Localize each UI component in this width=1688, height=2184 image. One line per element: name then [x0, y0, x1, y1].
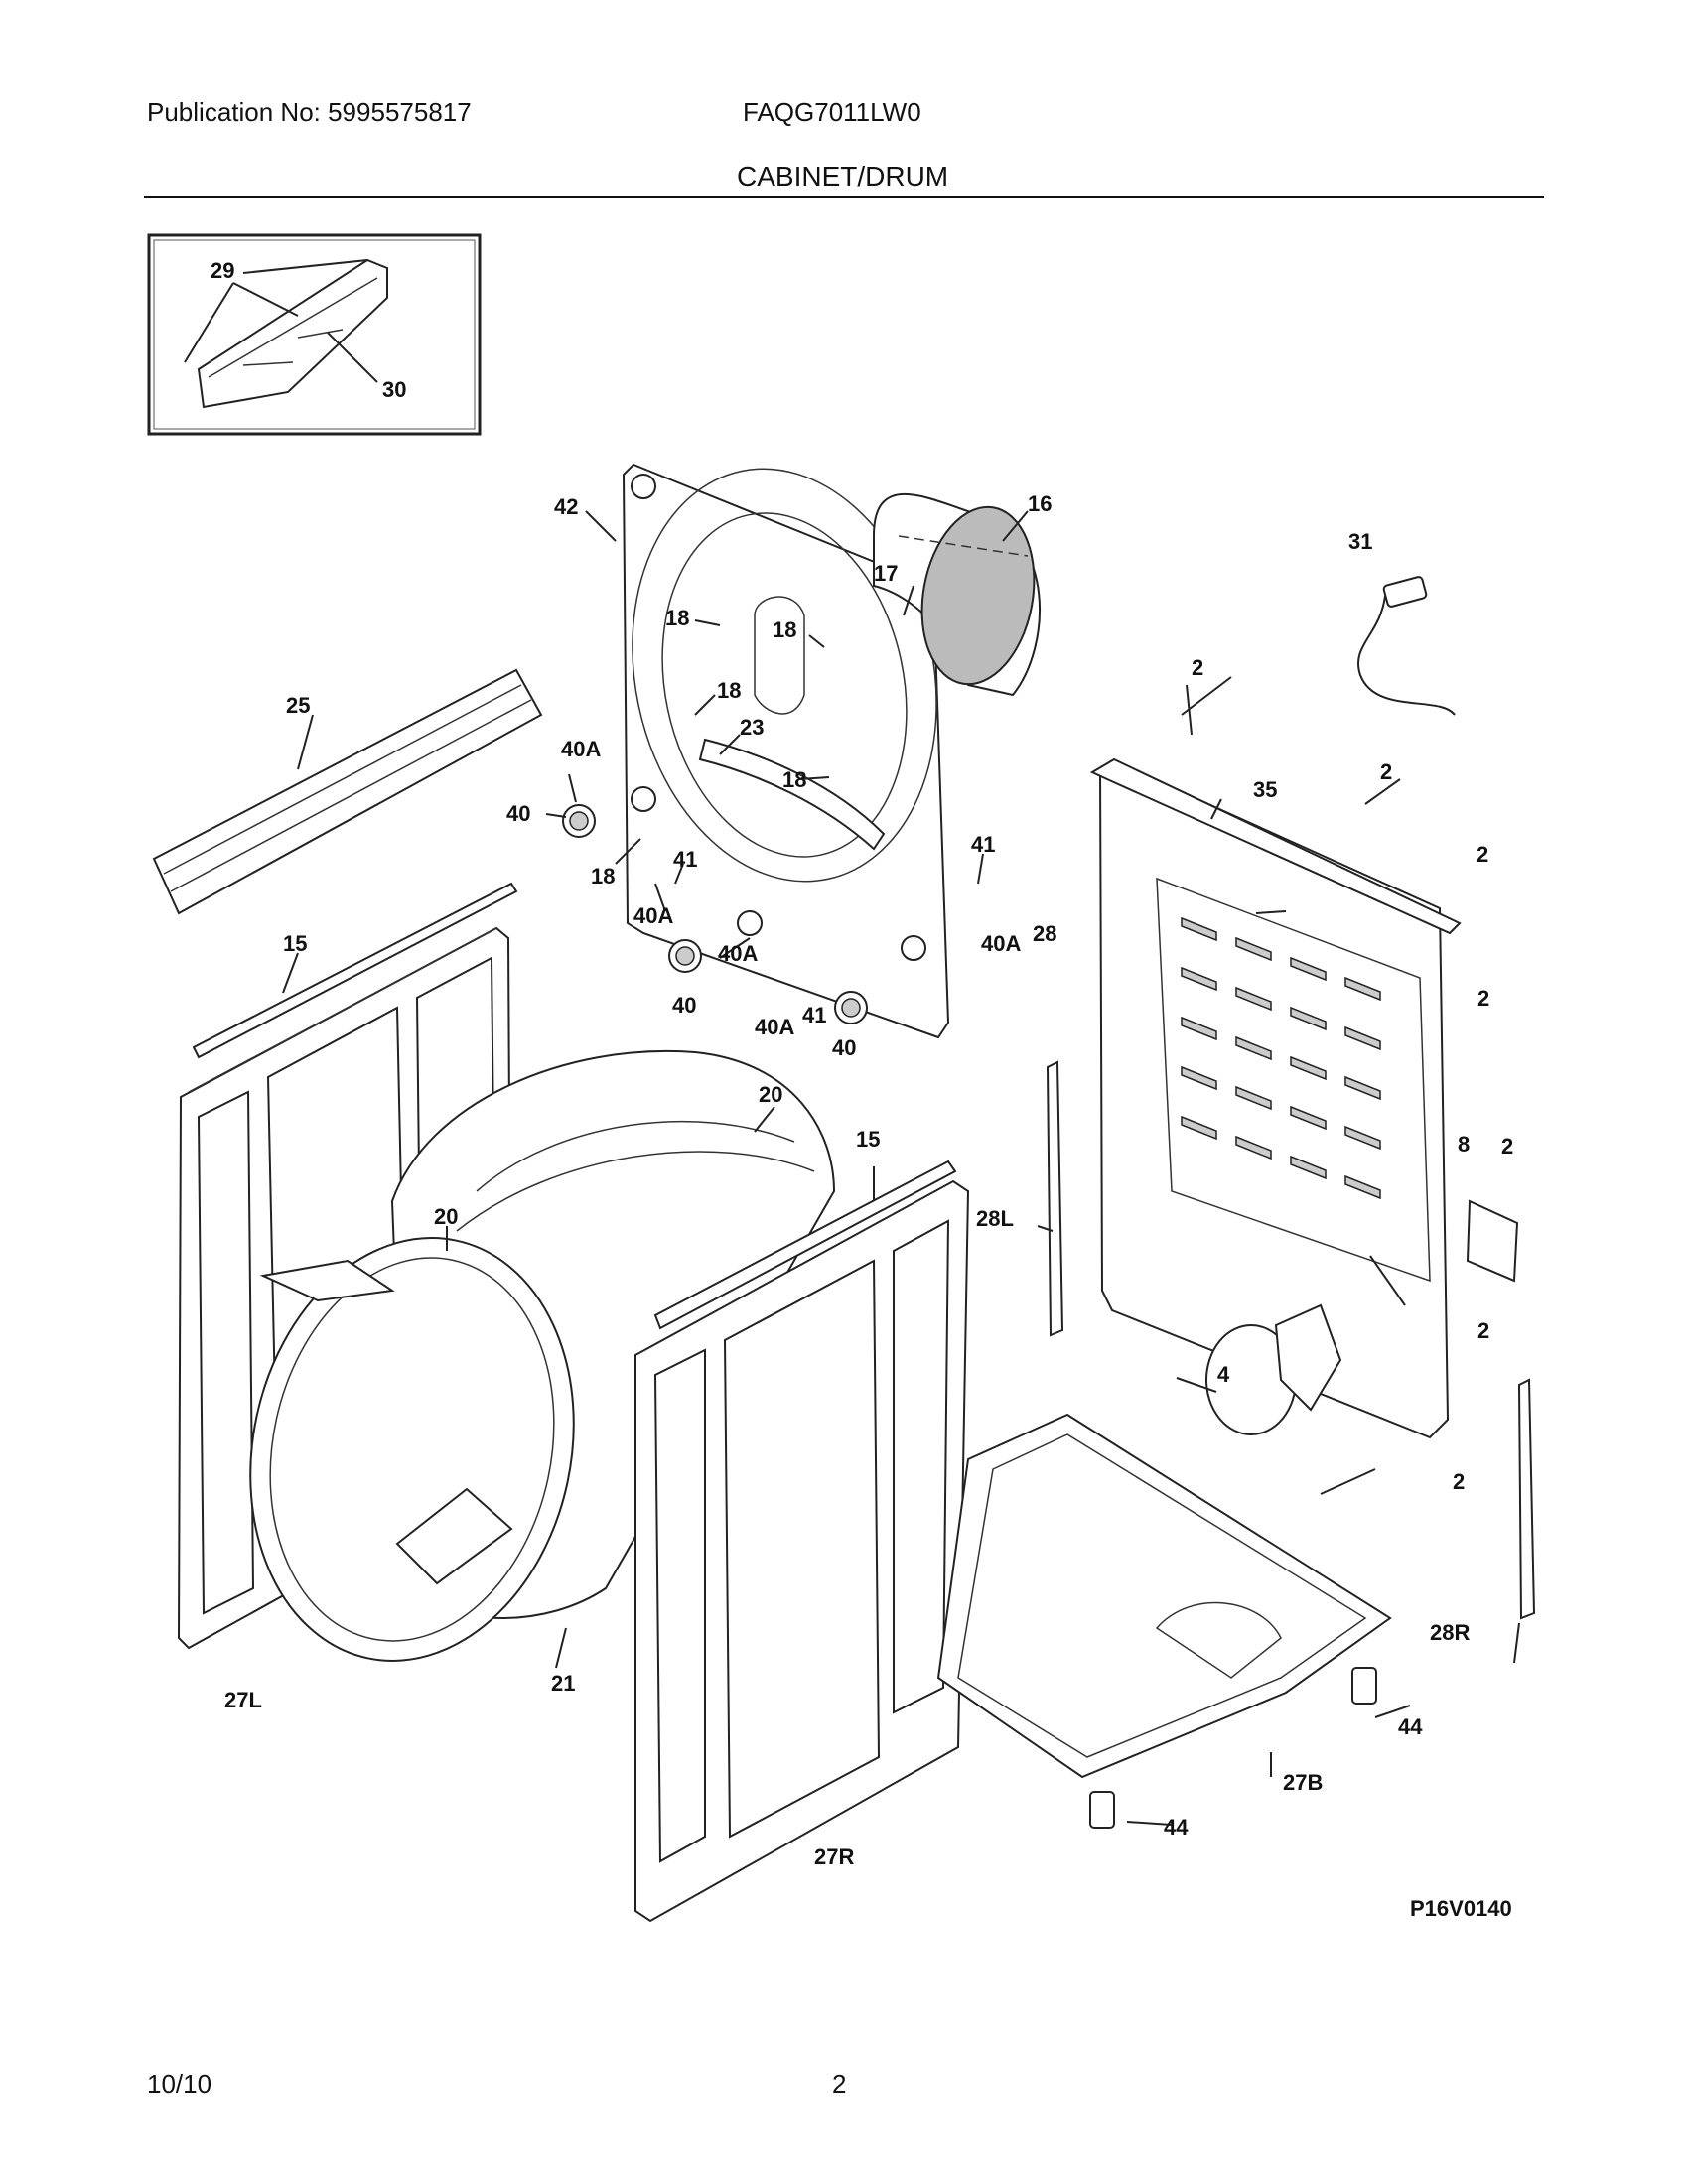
part-label: 18	[782, 767, 806, 792]
part-label: 41	[802, 1003, 826, 1027]
part-label: 29	[211, 258, 234, 283]
drum	[249, 1050, 836, 1662]
inset-box	[147, 233, 482, 436]
part-label: 35	[1253, 777, 1277, 802]
power-cord	[1357, 576, 1456, 716]
part-label: 40	[832, 1035, 856, 1060]
small-parts	[562, 804, 1536, 1829]
part-label: 18	[665, 606, 689, 630]
part-label: 20	[434, 1204, 458, 1229]
part-label: 25	[286, 693, 310, 718]
part-labels: 29 30 42 16 17 18 18 18 18 18 23 25 40A …	[211, 258, 1513, 1869]
part-label: 17	[874, 561, 898, 586]
part-label: 2	[1477, 986, 1489, 1011]
part-label: 40A	[755, 1015, 794, 1039]
part-label: 21	[551, 1671, 575, 1696]
part-label: 41	[971, 832, 995, 857]
part-label: 40A	[718, 941, 758, 966]
rear-panel-vents	[1181, 916, 1381, 1200]
base-pan	[936, 1413, 1392, 1779]
diagram-reference-code: P16V0140	[1410, 1896, 1512, 1921]
part-label: 2	[1477, 1318, 1489, 1343]
part-label: 8	[1458, 1132, 1470, 1157]
part-label: 2	[1192, 655, 1203, 680]
part-label: 27B	[1283, 1770, 1323, 1795]
publication-number: Publication No: 5995575817	[147, 97, 472, 127]
part-label: 2	[1501, 1134, 1513, 1159]
exhaust-duct	[873, 493, 1042, 697]
leader-lines	[282, 510, 1520, 1826]
part-label: 2	[1477, 842, 1488, 867]
part-label: 31	[1348, 529, 1372, 554]
part-label: 27R	[814, 1844, 854, 1869]
right-side-panel	[634, 1160, 970, 1923]
part-label: 16	[1028, 491, 1052, 516]
part-label: 41	[673, 847, 697, 872]
part-label: 40A	[633, 903, 673, 928]
part-label: 2	[1380, 759, 1392, 784]
part-label: 40A	[561, 737, 601, 761]
part-label: 28L	[976, 1206, 1014, 1231]
part-label: 4	[1217, 1362, 1230, 1387]
model-number: FAQG7011LW0	[743, 97, 921, 127]
page-number: 2	[832, 2069, 847, 2099]
part-label: 27L	[224, 1688, 262, 1712]
rear-bulkhead	[622, 463, 950, 1039]
part-label: 44	[1398, 1714, 1423, 1739]
part-label: 18	[717, 678, 741, 703]
rear-panel	[1089, 757, 1462, 1439]
part-label: 40A	[981, 931, 1021, 956]
part-label: 40	[672, 993, 696, 1018]
part-label: 30	[382, 377, 406, 402]
part-label: 15	[856, 1127, 880, 1152]
part-label: 23	[740, 715, 764, 740]
part-label: 28R	[1430, 1620, 1470, 1645]
part-label: 2	[1453, 1469, 1465, 1494]
part-label: 18	[591, 864, 615, 888]
section-title: CABINET/DRUM	[737, 161, 949, 192]
part-label: 42	[554, 494, 578, 519]
part-label: 15	[283, 931, 307, 956]
header-rule	[144, 196, 1544, 198]
part-label: 44	[1164, 1815, 1189, 1840]
publication-date: 10/10	[147, 2069, 212, 2099]
part-label: 28	[1033, 921, 1056, 946]
part-label: 18	[773, 617, 796, 642]
part-label: 20	[759, 1082, 782, 1107]
top-panel	[152, 668, 543, 915]
part-label: 40	[506, 801, 530, 826]
